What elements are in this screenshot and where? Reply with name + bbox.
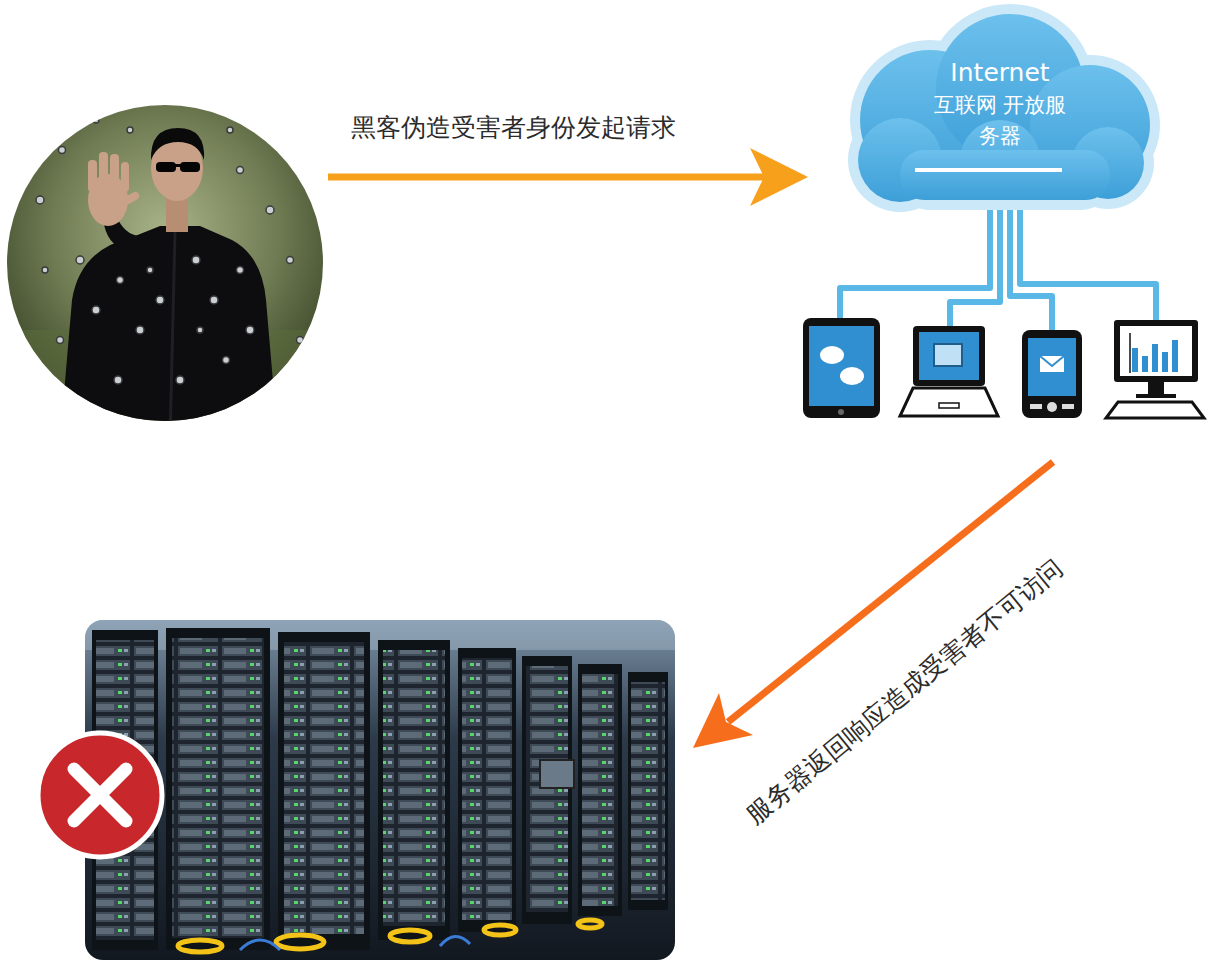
hacker-portrait [0, 105, 340, 440]
laptop-icon [900, 326, 998, 416]
arrow-label: 服务器返回响应造成受害者不可访问 [741, 554, 1070, 831]
cloud-subtitle: 互联网 开放服务器 [925, 90, 1075, 152]
desktop-icon [1106, 320, 1204, 418]
internet-cloud [848, 4, 1160, 212]
tablet-icon [803, 318, 880, 418]
request-arrow [328, 148, 808, 206]
server-room-photo [85, 620, 675, 960]
arrow-label: 黑客伪造受害者身份发起请求 [351, 113, 676, 143]
cloud-node: Internet互联网 开放服务器 [925, 58, 1075, 152]
phone-icon [1022, 330, 1082, 418]
error-mark [38, 733, 162, 857]
cloud-title: Internet [925, 58, 1075, 88]
